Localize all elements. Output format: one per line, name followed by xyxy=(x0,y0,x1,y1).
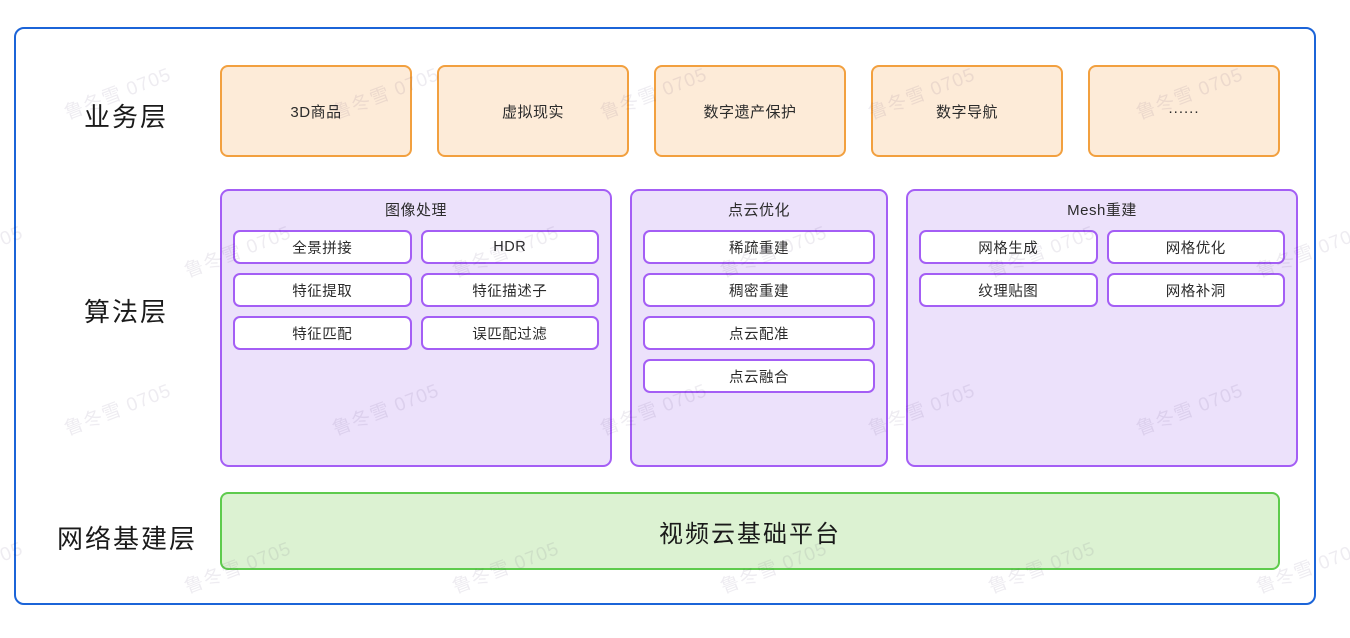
algorithm-chip-sparse-reconstruction[interactable]: 稀疏重建 xyxy=(643,230,875,264)
business-card-label: ...... xyxy=(1168,100,1200,117)
business-card-more[interactable]: ...... xyxy=(1088,65,1280,157)
business-card-3d-product[interactable]: 3D商品 xyxy=(220,65,412,157)
layer-label-algorithm: 算法层 xyxy=(84,297,169,327)
business-layer-row: 3D商品 虚拟现实 数字遗产保护 数字导航 ...... xyxy=(220,65,1280,157)
algorithm-chip-point-cloud-fusion[interactable]: 点云融合 xyxy=(643,359,875,393)
algorithm-chip-feature-extraction[interactable]: 特征提取 xyxy=(233,273,412,307)
algorithm-chip-point-cloud-registration[interactable]: 点云配准 xyxy=(643,316,875,350)
algorithm-chip-label: 网格补洞 xyxy=(1165,283,1226,300)
business-card-label: 数字遗产保护 xyxy=(703,103,797,121)
algorithm-chip-mesh-generation[interactable]: 网格生成 xyxy=(919,230,1098,264)
algorithm-chip-texture-mapping[interactable]: 纹理贴图 xyxy=(919,273,1098,307)
algorithm-chip-label: 网格优化 xyxy=(1165,240,1226,257)
algorithm-group-items: 稀疏重建 稠密重建 点云配准 点云融合 xyxy=(643,230,875,393)
algorithm-chip-hdr[interactable]: HDR xyxy=(420,230,599,264)
algorithm-chip-label: 稠密重建 xyxy=(729,283,789,300)
algorithm-chip-label: 误匹配过滤 xyxy=(472,326,548,343)
algorithm-chip-mesh-hole-filling[interactable]: 网格补洞 xyxy=(1106,273,1285,307)
algorithm-group-image-processing: 图像处理 全景拼接 HDR 特征提取 特征描述子 特征匹配 误匹配过 xyxy=(220,189,612,467)
business-card-digital-heritage[interactable]: 数字遗产保护 xyxy=(654,65,846,157)
algorithm-chip-panorama-stitching[interactable]: 全景拼接 xyxy=(233,230,412,264)
algorithm-chip-label: 纹理贴图 xyxy=(978,283,1039,300)
algorithm-chip-label: 特征匹配 xyxy=(292,326,353,343)
algorithm-group-title: Mesh重建 xyxy=(1067,202,1137,219)
algorithm-chip-mesh-optimization[interactable]: 网格优化 xyxy=(1106,230,1285,264)
algorithm-chip-label: 点云融合 xyxy=(729,369,789,386)
layer-label-network: 网络基建层 xyxy=(57,524,198,554)
business-card-label: 数字导航 xyxy=(935,103,998,121)
algorithm-group-items: 全景拼接 HDR 特征提取 特征描述子 特征匹配 误匹配过滤 xyxy=(233,230,599,350)
algorithm-chip-mismatch-filtering[interactable]: 误匹配过滤 xyxy=(420,316,599,350)
algorithm-group-title: 图像处理 xyxy=(384,202,447,219)
algorithm-chip-label: 点云配准 xyxy=(729,326,789,343)
algorithm-chip-dense-reconstruction[interactable]: 稠密重建 xyxy=(643,273,875,307)
layer-label-business: 业务层 xyxy=(84,102,169,132)
algorithm-chip-label: HDR xyxy=(493,239,527,255)
network-platform-label: 视频云基础平台 xyxy=(659,520,841,548)
algorithm-chip-feature-matching[interactable]: 特征匹配 xyxy=(233,316,412,350)
business-card-label: 3D商品 xyxy=(290,103,342,121)
algorithm-group-items: 网格生成 网格优化 纹理贴图 网格补洞 xyxy=(919,230,1285,307)
algorithm-layer-row: 图像处理 全景拼接 HDR 特征提取 特征描述子 特征匹配 误匹配过 xyxy=(220,189,1298,467)
algorithm-group-mesh-reconstruction: Mesh重建 网格生成 网格优化 纹理贴图 网格补洞 xyxy=(906,189,1298,467)
algorithm-group-point-cloud-optimization: 点云优化 稀疏重建 稠密重建 点云配准 点云融合 xyxy=(630,189,888,467)
algorithm-chip-label: 稀疏重建 xyxy=(729,240,789,257)
algorithm-chip-label: 全景拼接 xyxy=(292,240,353,257)
business-card-virtual-reality[interactable]: 虚拟现实 xyxy=(437,65,629,157)
network-layer-platform-bar[interactable]: 视频云基础平台 xyxy=(220,492,1280,570)
algorithm-chip-feature-descriptor[interactable]: 特征描述子 xyxy=(420,273,599,307)
algorithm-chip-label: 特征描述子 xyxy=(472,283,548,300)
algorithm-group-title: 点云优化 xyxy=(727,202,790,219)
algorithm-chip-label: 特征提取 xyxy=(292,283,353,300)
business-card-label: 虚拟现实 xyxy=(501,103,564,121)
algorithm-chip-label: 网格生成 xyxy=(978,240,1039,257)
business-card-digital-navigation[interactable]: 数字导航 xyxy=(871,65,1063,157)
